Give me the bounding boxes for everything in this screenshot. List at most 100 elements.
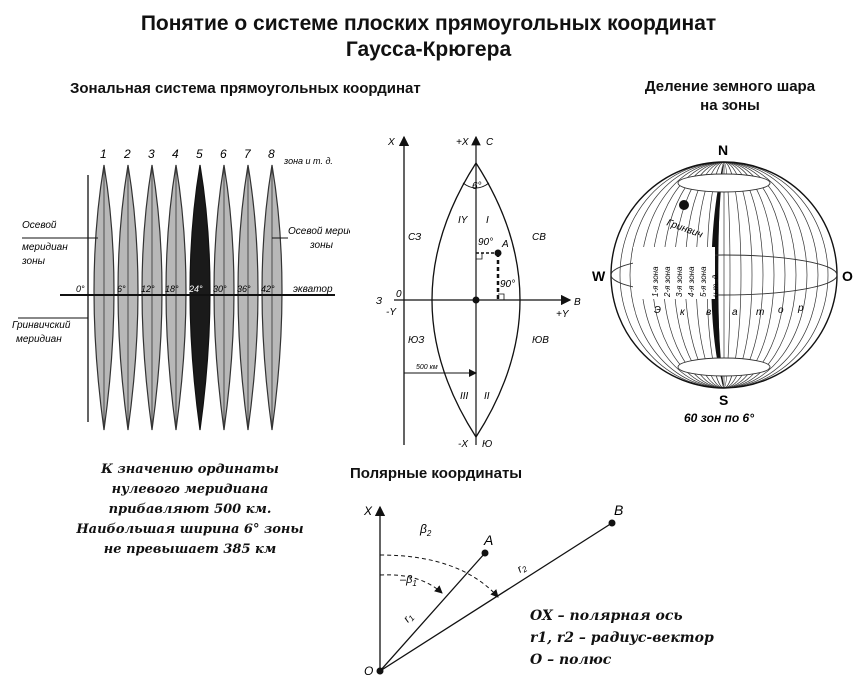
equator-letter: а <box>732 307 738 318</box>
label-b: B <box>614 502 623 518</box>
zone-lens <box>431 161 521 439</box>
globe-caption: 60 зон по 6° <box>684 411 754 425</box>
right-angle-mark <box>498 293 505 300</box>
axial-meridian-left-label: Осевой меридиан зоны <box>21 220 68 267</box>
label-r2: r2 <box>515 561 529 577</box>
page-title-line1: Понятие о системе плоских прямоугольных … <box>140 12 717 35</box>
zone-number: 2 <box>123 147 131 161</box>
label-500km: 500 км <box>416 364 438 371</box>
point-b <box>608 519 616 527</box>
label-plus-y: +Y <box>556 309 570 320</box>
label-quarter-iv: IY <box>458 215 469 226</box>
note-line: прибавляют 500 км. <box>108 502 272 517</box>
label-line: зоны <box>309 240 334 251</box>
diagram-labels: X +X C 6° IY I 90° A 90° СЗ СВ З 0 -Y B … <box>376 137 581 450</box>
zone-label: и т. д. <box>711 273 720 297</box>
right-angle-mark <box>476 253 483 260</box>
label-minus-y: -Y <box>386 307 397 318</box>
label-line: Гринвичский <box>12 320 71 331</box>
label-east: O <box>842 268 853 284</box>
highlighted-zone <box>711 162 724 388</box>
point-a <box>481 549 489 557</box>
label-a: A <box>501 239 509 250</box>
axial-meridians <box>103 165 273 430</box>
legend-line: O – полюс <box>530 652 612 668</box>
polar-figure: X O A B β2 –β1 r1 r2 <box>363 502 623 676</box>
globe-heading-2: на зоны <box>700 97 760 114</box>
label-quarter-ii: II <box>484 391 490 402</box>
label-6deg: 6° <box>472 181 482 192</box>
point-a <box>494 249 502 257</box>
label-east: B <box>574 297 581 308</box>
degree-label: 30° <box>213 284 227 294</box>
zone-number: 3 <box>148 147 155 161</box>
zone-numbers: 1 2 3 4 5 6 7 8 <box>100 147 275 161</box>
label-r1: r1 <box>401 611 416 626</box>
label-line: меридиан <box>16 334 62 345</box>
angle-arc-2 <box>379 554 499 598</box>
zone-label: 5-я зона <box>699 266 708 297</box>
label-quarter-i: I <box>486 215 489 226</box>
south-cap <box>677 357 771 377</box>
radius-vector-1 <box>379 552 486 672</box>
zone-number: 7 <box>244 147 252 161</box>
zone-coordinate-diagram: X +X C 6° IY I 90° A 90° СЗ СВ З 0 -Y B … <box>376 135 581 450</box>
greenwich-meridian-label: Гринвичский меридиан <box>12 320 71 345</box>
zone-labels: 1-я зона 2-я зона 3-я зона 4-я зона 5-я … <box>651 266 720 298</box>
label-beta1: –β1 <box>399 574 417 588</box>
label-pole: O <box>364 664 373 676</box>
zone-label: 4-я зона <box>687 266 696 297</box>
zone-label: 3-я зона <box>675 266 684 297</box>
label-line: меридиан <box>22 242 68 253</box>
label-plus-x: +X <box>456 137 469 148</box>
equator-letter: Э <box>654 305 661 316</box>
polar-heading: Полярные координаты <box>350 465 523 482</box>
page-title-line2: Гаусса-Крюгера <box>345 38 512 61</box>
equator-letter: в <box>706 307 711 318</box>
label-90-2: 90° <box>500 279 515 290</box>
label-quarter-iii: III <box>460 391 469 402</box>
pole-point <box>376 667 384 675</box>
radius-vector-2 <box>379 522 613 672</box>
label-zero: 0 <box>396 289 402 300</box>
zone-strip-highlighted <box>189 164 211 431</box>
zone-number: 5 <box>196 147 203 161</box>
angle-arc-1 <box>379 574 443 594</box>
label-north: N <box>718 142 728 158</box>
label-se: ЮВ <box>532 335 549 346</box>
equator-letters: Э к в а т о р <box>654 303 804 318</box>
note-line: нулевого меридиана <box>111 482 269 497</box>
north-cap <box>677 173 771 193</box>
label-line: зоны <box>21 256 46 267</box>
axial-meridian-right-label: Осевой меридиан зоны <box>288 226 350 251</box>
label-minus-x: -X <box>458 439 468 450</box>
greenwich-label: Гринвич <box>665 217 704 240</box>
equator-letter: р <box>797 303 804 314</box>
equator-label: экватор <box>293 284 333 295</box>
equator-letter: т <box>756 307 764 318</box>
label-90-1: 90° <box>478 237 493 248</box>
zone-number: 8 <box>268 147 275 161</box>
equator-ellipse <box>610 254 838 296</box>
zone-label: 2-я зона <box>663 266 672 298</box>
zones-label-bg <box>633 247 715 299</box>
zone-strips <box>93 164 283 431</box>
degree-label: 36° <box>237 284 251 294</box>
note-line: Наибольшая ширина 6° зоны <box>76 522 304 537</box>
label-south: Ю <box>482 439 492 450</box>
legend-line: r1, r2 – радиус-вектор <box>530 630 714 646</box>
degree-labels: 0° 6° 12° 18° 24° 30° 36° 42° <box>76 284 275 294</box>
label-sw: ЮЗ <box>408 335 424 346</box>
equator-letter: к <box>680 307 686 318</box>
label-x: X <box>363 504 373 518</box>
globe-figure: N S W O Гринвич 1-я зона 2-я зона 3-я зо… <box>592 142 853 425</box>
globe-cardinals: N S W O <box>592 142 853 408</box>
degree-label: 12° <box>141 284 155 294</box>
zonal-note: К значению ординаты нулевого меридиана п… <box>45 460 335 560</box>
label-line: Осевой <box>22 220 57 231</box>
note-line: не превышает 385 км <box>103 542 277 557</box>
degree-label: 42° <box>261 284 275 294</box>
zone-number: 1 <box>100 147 107 161</box>
degree-label: 6° <box>117 284 126 294</box>
greenwich-point <box>679 200 689 210</box>
